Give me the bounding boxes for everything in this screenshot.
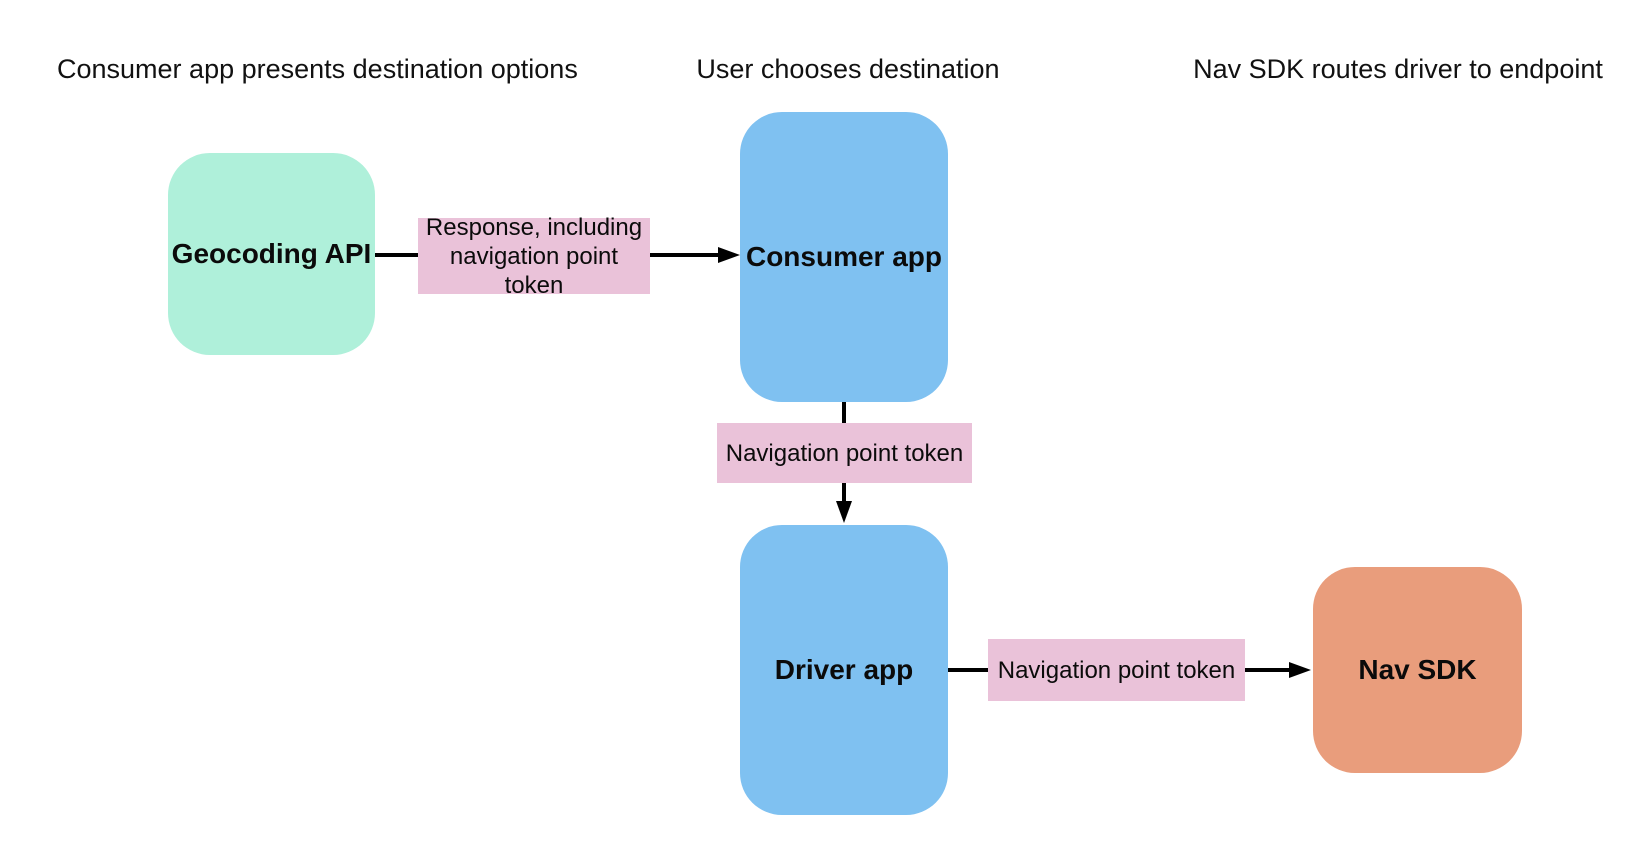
node-geocoding-api-label: Geocoding API: [171, 238, 372, 269]
stage-header-navsdk-routes: Nav SDK routes driver to endpoint: [1193, 54, 1603, 84]
edge-label-token-mid-text: Navigation point token: [725, 439, 964, 467]
edge-label-navigation-point-token-mid: Navigation point token: [717, 423, 972, 483]
stage-header-consumer-presents: Consumer app presents destination option…: [57, 54, 578, 84]
node-consumer-app: Consumer app: [740, 112, 948, 402]
node-driver-app: Driver app: [740, 525, 948, 815]
node-geocoding-api: Geocoding API: [168, 153, 375, 355]
node-consumer-app-label: Consumer app: [745, 241, 943, 272]
edge-label-navigation-point-token-right: Navigation point token: [988, 639, 1245, 701]
edge-label-response-text: Response, including navigation point tok…: [425, 213, 643, 299]
node-driver-app-label: Driver app: [774, 654, 914, 685]
edge-label-token-right-text: Navigation point token: [997, 656, 1236, 684]
stage-header-user-chooses: User chooses destination: [696, 54, 1000, 84]
node-nav-sdk-label: Nav SDK: [1358, 654, 1477, 685]
node-nav-sdk: Nav SDK: [1313, 567, 1522, 773]
edge-label-response-including-token: Response, including navigation point tok…: [418, 214, 650, 299]
